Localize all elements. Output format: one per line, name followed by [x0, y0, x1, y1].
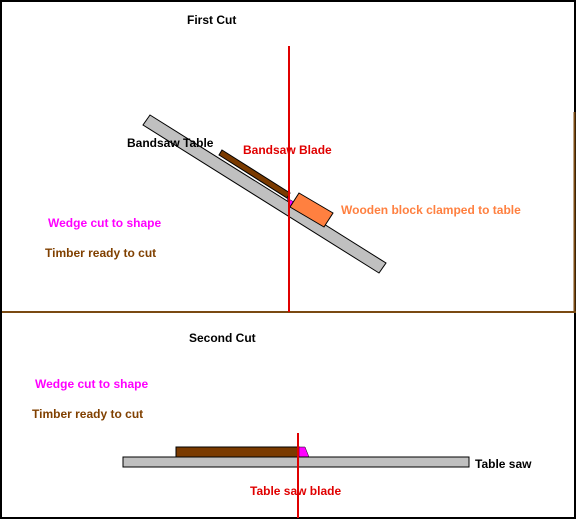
first-cut-panel: First Cut Bandsaw Table Bandsaw Blade Wo…: [45, 13, 521, 312]
wooden-block: [289, 192, 334, 228]
wooden-block-label: Wooden block clamped to table: [341, 203, 521, 217]
bandsaw-table-label: Bandsaw Table: [127, 136, 214, 150]
second-cut-timber-label: Timber ready to cut: [32, 407, 143, 421]
second-cut-title: Second Cut: [189, 331, 256, 345]
first-cut-wedge-label: Wedge cut to shape: [48, 216, 161, 230]
first-cut-title: First Cut: [187, 13, 236, 27]
second-cut-panel: Second Cut Wedge cut to shape Timber rea…: [32, 331, 532, 518]
first-cut-timber-label: Timber ready to cut: [45, 246, 156, 260]
table-saw: [122, 456, 470, 468]
second-cut-wedge-label: Wedge cut to shape: [35, 377, 148, 391]
second-cut-timber: [175, 446, 300, 458]
table-saw-label: Table saw: [475, 457, 532, 471]
table-saw-blade-label: Table saw blade: [250, 484, 341, 498]
bandsaw-blade-label: Bandsaw Blade: [243, 143, 332, 157]
